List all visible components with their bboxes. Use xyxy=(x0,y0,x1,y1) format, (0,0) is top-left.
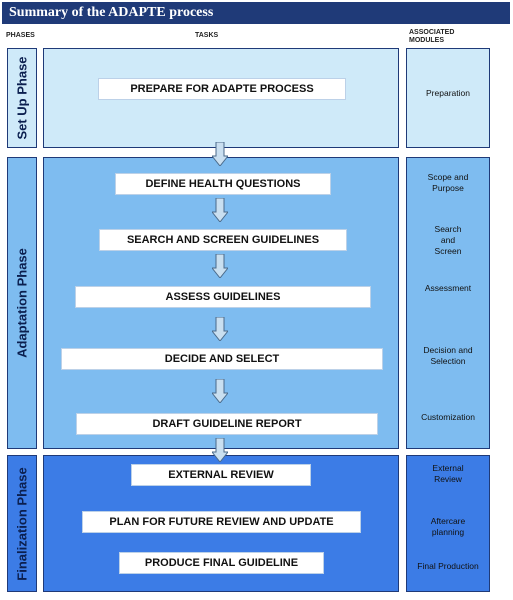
module-aftercare-planning: Aftercare planning xyxy=(430,516,466,537)
adaptation-phase-modules-box xyxy=(406,157,490,449)
task-decide-select: DECIDE AND SELECT xyxy=(61,348,383,370)
setup-phase-label: Set Up Phase xyxy=(14,56,30,140)
down-arrow-icon xyxy=(212,438,228,462)
diagram-title: Summary of the ADAPTE process xyxy=(2,2,510,24)
finalization-phase-modules-box xyxy=(406,455,490,592)
module-scope-purpose: Scope and Purpose xyxy=(427,172,469,193)
task-draft-guideline-report: DRAFT GUIDELINE REPORT xyxy=(76,413,378,435)
setup-phase-modules-box xyxy=(406,48,490,148)
task-external-review: EXTERNAL REVIEW xyxy=(131,464,311,486)
tasks-column-header: TASKS xyxy=(195,32,219,39)
module-assessment: Assessment xyxy=(424,283,472,293)
down-arrow-icon xyxy=(212,254,228,278)
module-preparation: Preparation xyxy=(426,88,470,98)
down-arrow-icon xyxy=(212,317,228,341)
module-search-screen: Search and Screen xyxy=(434,224,462,256)
task-prepare-adapte-process: PREPARE FOR ADAPTE PROCESS xyxy=(98,78,346,100)
task-produce-final-guideline: PRODUCE FINAL GUIDELINE xyxy=(119,552,324,574)
module-final-production: Final Production xyxy=(417,561,479,571)
adaptation-phase-label: Adaptation Phase xyxy=(14,248,30,358)
finalization-phase-label: Finalization Phase xyxy=(14,466,30,581)
task-plan-future-review-update: PLAN FOR FUTURE REVIEW AND UPDATE xyxy=(82,511,361,533)
down-arrow-icon xyxy=(212,379,228,403)
module-decision-selection: Decision and Selection xyxy=(423,345,473,366)
modules-column-header: ASSOCIATED MODULES xyxy=(409,29,455,44)
adaptation-phase-label-box: Adaptation Phase xyxy=(7,157,37,449)
task-search-screen-guidelines: SEARCH AND SCREEN GUIDELINES xyxy=(99,229,347,251)
module-external-review: External Review xyxy=(432,463,464,484)
finalization-phase-label-box: Finalization Phase xyxy=(7,455,37,592)
phases-column-header: PHASES xyxy=(6,32,35,39)
module-customization: Customization xyxy=(421,412,475,422)
down-arrow-icon xyxy=(212,142,228,166)
down-arrow-icon xyxy=(212,198,228,222)
setup-phase-label-box: Set Up Phase xyxy=(7,48,37,148)
task-define-health-questions: DEFINE HEALTH QUESTIONS xyxy=(115,173,331,195)
task-assess-guidelines: ASSESS GUIDELINES xyxy=(75,286,371,308)
